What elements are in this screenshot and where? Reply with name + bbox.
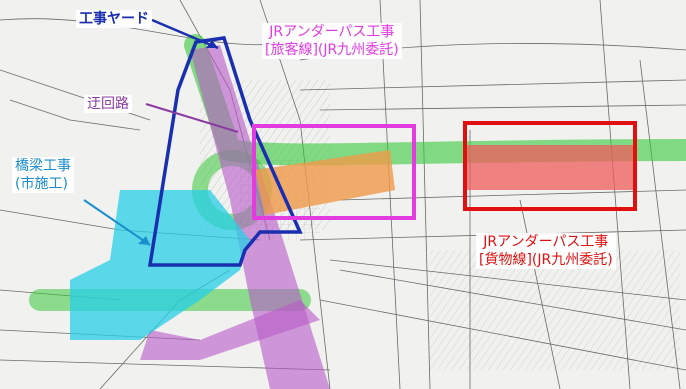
jr-passenger-line1: JRアンダーパス工事	[269, 24, 395, 40]
jr-passenger-line2: [旅客線](JR九州委託)	[265, 42, 399, 58]
bridge-pointer-arrow	[83, 199, 151, 246]
passenger-line-area	[255, 150, 395, 215]
detour-text: 迂回路	[87, 96, 129, 112]
bridge-pointer-arrowhead	[138, 236, 150, 245]
detour-pointer-arrow	[145, 103, 239, 133]
passenger-line-box	[252, 124, 416, 220]
bridge-label: 橋梁工事 (市施工)	[12, 157, 74, 193]
freight-line-box	[463, 121, 637, 211]
yard-pointer-arrowhead	[206, 40, 218, 48]
bridge-line1: 橋梁工事	[15, 158, 71, 174]
detour-label: 迂回路	[84, 95, 132, 113]
hatched-area	[430, 250, 680, 370]
jr-freight-line2: [貨物線](JR九州委託)	[479, 252, 613, 268]
construction-yard-outline	[147, 36, 303, 267]
jr-passenger-label: JRアンダーパス工事 [旅客線](JR九州委託)	[262, 23, 402, 59]
detour-route-south	[140, 300, 320, 360]
yard-pointer-arrow	[151, 18, 219, 50]
jr-freight-label: JRアンダーパス工事 [貨物線](JR九州委託)	[476, 233, 616, 269]
construction-yard-text: 工事ヤード	[79, 11, 149, 27]
jr-freight-line1: JRアンダーパス工事	[483, 234, 609, 250]
bridge-line2: (市施工)	[15, 176, 68, 192]
construction-yard-label: 工事ヤード	[76, 10, 152, 28]
freight-line-area	[465, 145, 635, 190]
